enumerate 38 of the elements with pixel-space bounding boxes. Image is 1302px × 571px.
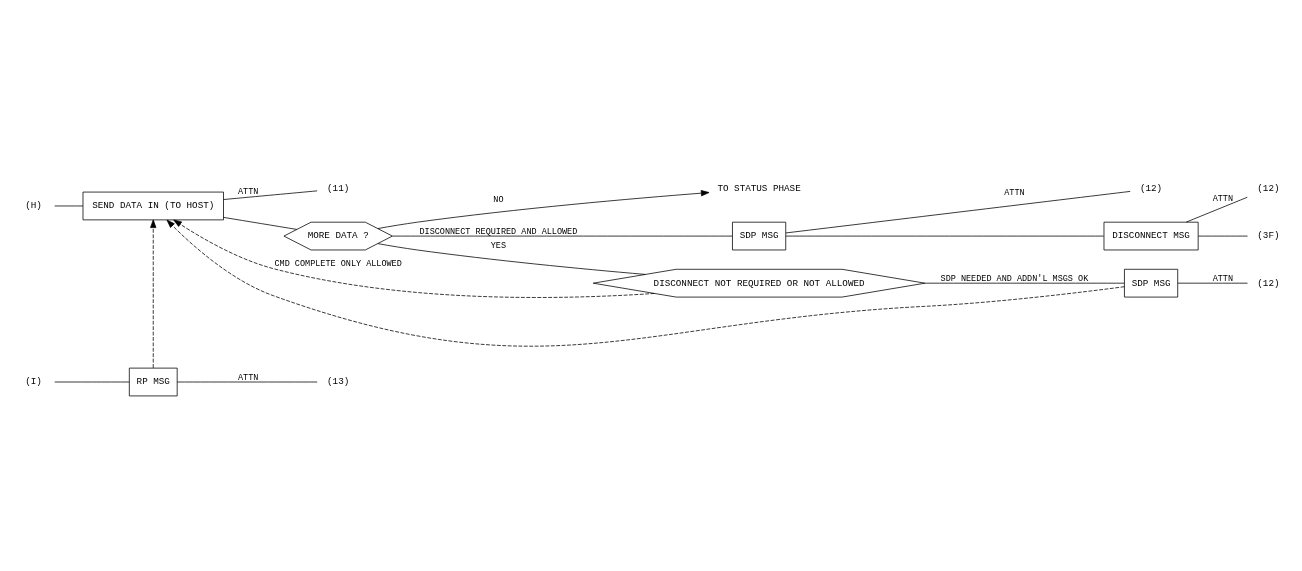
connector — [1197, 235, 1248, 237]
node-text: (13) — [327, 376, 350, 388]
node-box: SDP MSG — [1124, 268, 1179, 298]
node-text: (3F) — [1257, 230, 1280, 242]
connector — [392, 235, 733, 237]
connector — [223, 217, 298, 230]
edge-label: ATTN — [238, 187, 259, 198]
connector — [54, 381, 130, 383]
edge-label: YES — [490, 240, 507, 251]
node-text: TO STATUS PHASE — [717, 183, 801, 195]
node-box: SEND DATA IN (TO HOST) — [82, 191, 224, 221]
connector — [223, 190, 318, 200]
node-text: (12) — [1257, 277, 1280, 289]
edge-label: ATTN — [1004, 188, 1025, 199]
connector — [377, 243, 646, 275]
edge-label: ATTN — [1212, 194, 1234, 205]
edge-label: NO — [493, 194, 504, 205]
node-box: DISCONNECT MSG — [1103, 221, 1199, 251]
edge-label: ATTN — [238, 372, 259, 383]
edge-label: ATTN — [1212, 273, 1234, 284]
arrow — [150, 219, 157, 369]
edge-label: SDP NEEDED AND ADDN'L MSGS OK — [940, 273, 1089, 284]
node-text: (H) — [25, 200, 42, 212]
arrow — [173, 219, 655, 298]
connector — [176, 381, 318, 383]
node-text: (11) — [327, 183, 350, 195]
node-text: (I) — [25, 376, 42, 388]
node-text: (12) — [1257, 183, 1280, 195]
arrow — [166, 219, 1125, 347]
connector — [924, 282, 1125, 284]
arrow — [377, 190, 710, 229]
node-text: (12) — [1139, 183, 1163, 195]
node-box: RP MSG — [128, 367, 178, 397]
edge-label: DISCONNECT REQUIRED AND ALLOWED — [419, 226, 578, 237]
connector — [1185, 196, 1248, 223]
node-box: SDP MSG — [732, 221, 787, 251]
edge-label: CMD COMPLETE ONLY ALLOWED — [274, 259, 402, 270]
connector — [785, 191, 1131, 234]
